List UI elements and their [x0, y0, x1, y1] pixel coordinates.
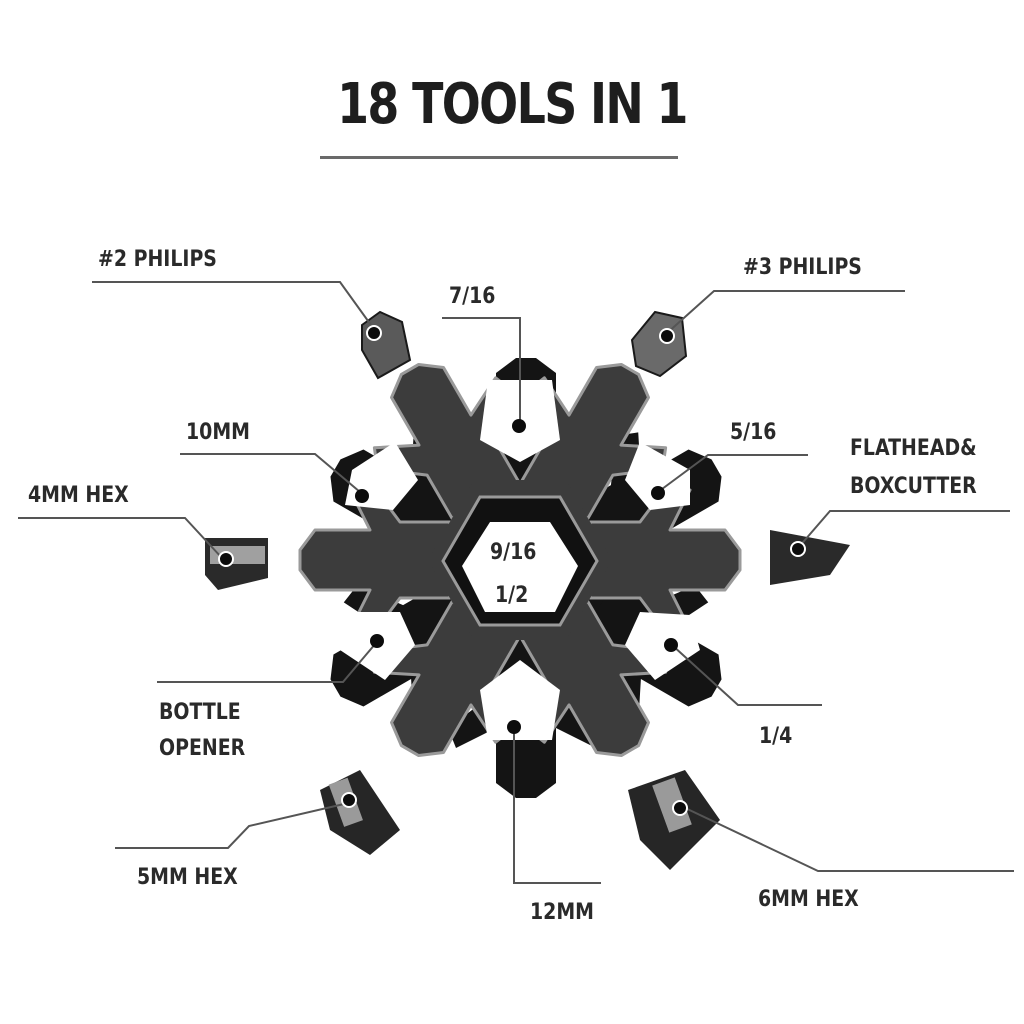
- marker-dots: [218, 325, 806, 816]
- label-flathead-line1: FLATHEAD&: [850, 436, 977, 461]
- label-7-16: 7/16: [449, 284, 496, 309]
- dot-flathead: [790, 541, 806, 557]
- leader-philips3: [665, 290, 905, 335]
- dot-6mm: [672, 800, 688, 816]
- dot-12mm: [507, 720, 521, 734]
- label-1-4: 1/4: [759, 724, 793, 749]
- leader-philips2: [92, 281, 377, 333]
- leader-7-16: [442, 317, 521, 425]
- title-underline: [320, 156, 678, 159]
- label-5-16: 5/16: [730, 420, 777, 445]
- dot-5-16: [651, 486, 665, 500]
- label-bottle-line2: OPENER: [159, 736, 246, 761]
- label-12mm: 12MM: [530, 900, 594, 925]
- leader-bottle: [157, 642, 377, 683]
- leader-6mm: [680, 805, 1014, 872]
- leader-flathead: [797, 510, 1010, 549]
- label-10mm: 10MM: [186, 420, 250, 445]
- dot-1-4: [664, 638, 678, 652]
- leader-10mm: [180, 453, 361, 493]
- label-bottle-line1: BOTTLE: [159, 700, 241, 725]
- dot-philips2: [366, 325, 382, 341]
- label-philips2: #2 PHILIPS: [98, 247, 217, 272]
- label-6mm-hex: 6MM HEX: [758, 887, 859, 912]
- label-5mm-hex: 5MM HEX: [137, 865, 238, 890]
- label-philips3: #3 PHILIPS: [743, 255, 862, 280]
- dot-7-16: [512, 419, 526, 433]
- dot-10mm: [355, 489, 369, 503]
- leader-1-4: [671, 644, 822, 706]
- leader-12mm: [513, 726, 601, 884]
- center-hex-cutout: [441, 495, 599, 627]
- label-4mm-hex: 4MM HEX: [28, 483, 129, 508]
- philips3-tip: [630, 310, 688, 378]
- leader-4mm: [18, 517, 223, 559]
- dot-philips3: [659, 328, 675, 344]
- flathead-tip: [770, 530, 850, 585]
- dot-5mm: [341, 792, 357, 808]
- label-flathead-line2: BOXCUTTER: [850, 474, 977, 499]
- page-title: 18 TOOLS IN 1: [337, 72, 688, 137]
- leader-5-16: [657, 454, 808, 493]
- leader-5mm: [115, 803, 345, 849]
- label-center-1-2: 1/2: [495, 583, 529, 608]
- label-center-9-16: 9/16: [490, 540, 537, 565]
- leader-lines: [18, 281, 1014, 884]
- dot-4mm: [218, 551, 234, 567]
- dot-bottle: [370, 634, 384, 648]
